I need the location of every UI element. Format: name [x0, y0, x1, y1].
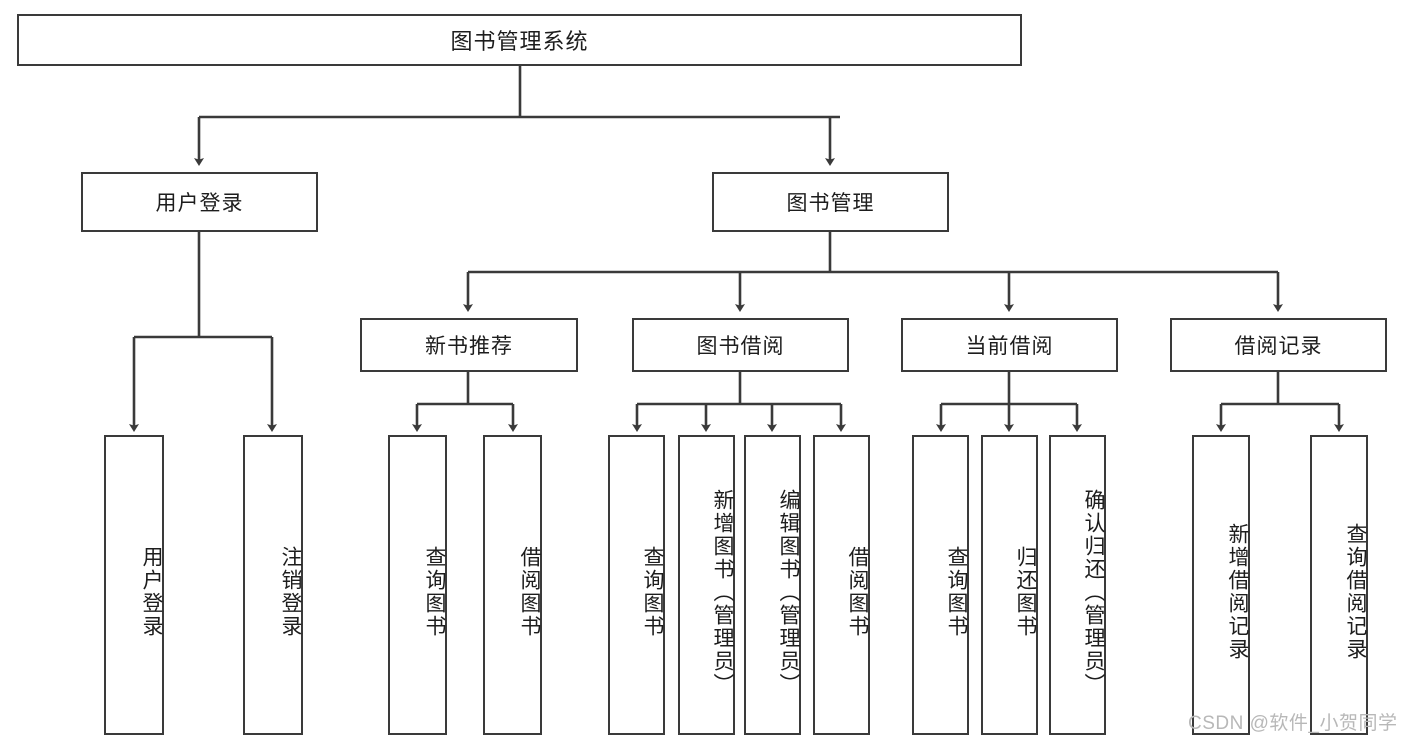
- watermark: CSDN @软件_小贺同学: [1188, 713, 1398, 734]
- leaf-query-borrow-record[interactable]: 查询借阅记录: [1310, 435, 1368, 735]
- leaf-label: 查询借阅记录: [1344, 523, 1367, 661]
- leaf-label: 编辑图书（管理员）: [777, 488, 800, 696]
- node-root[interactable]: 图书管理系统: [17, 14, 1022, 66]
- leaf-label: 新增借阅记录: [1226, 523, 1249, 661]
- leaf-label: 查询图书: [641, 546, 664, 638]
- leaf-label: 确认归还（管理员）: [1082, 488, 1105, 696]
- leaf-borrow-book-new[interactable]: 借阅图书: [483, 435, 542, 735]
- leaf-query-book-borrow[interactable]: 查询图书: [608, 435, 665, 735]
- node-current-borrow[interactable]: 当前借阅: [901, 318, 1118, 372]
- leaf-return-book[interactable]: 归还图书: [981, 435, 1038, 735]
- leaf-add-borrow-record[interactable]: 新增借阅记录: [1192, 435, 1250, 735]
- leaf-query-book-current[interactable]: 查询图书: [912, 435, 969, 735]
- leaf-label: 用户登录: [140, 546, 163, 638]
- leaf-borrow-book[interactable]: 借阅图书: [813, 435, 870, 735]
- leaf-label: 注销登录: [279, 546, 302, 638]
- leaf-label: 借阅图书: [846, 546, 869, 638]
- node-new-book-recommend[interactable]: 新书推荐: [360, 318, 578, 372]
- node-user-login[interactable]: 用户登录: [81, 172, 318, 232]
- node-book-management[interactable]: 图书管理: [712, 172, 949, 232]
- leaf-logout[interactable]: 注销登录: [243, 435, 303, 735]
- leaf-confirm-return-admin[interactable]: 确认归还（管理员）: [1049, 435, 1106, 735]
- leaf-add-book-admin[interactable]: 新增图书（管理员）: [678, 435, 735, 735]
- node-book-borrow[interactable]: 图书借阅: [632, 318, 849, 372]
- leaf-query-book-new[interactable]: 查询图书: [388, 435, 447, 735]
- leaf-label: 归还图书: [1014, 546, 1037, 638]
- leaf-label: 借阅图书: [518, 546, 541, 638]
- leaf-edit-book-admin[interactable]: 编辑图书（管理员）: [744, 435, 801, 735]
- leaf-label: 查询图书: [423, 546, 446, 638]
- leaf-label: 查询图书: [945, 546, 968, 638]
- node-borrow-record[interactable]: 借阅记录: [1170, 318, 1387, 372]
- leaf-label: 新增图书（管理员）: [711, 488, 734, 696]
- leaf-user-login[interactable]: 用户登录: [104, 435, 164, 735]
